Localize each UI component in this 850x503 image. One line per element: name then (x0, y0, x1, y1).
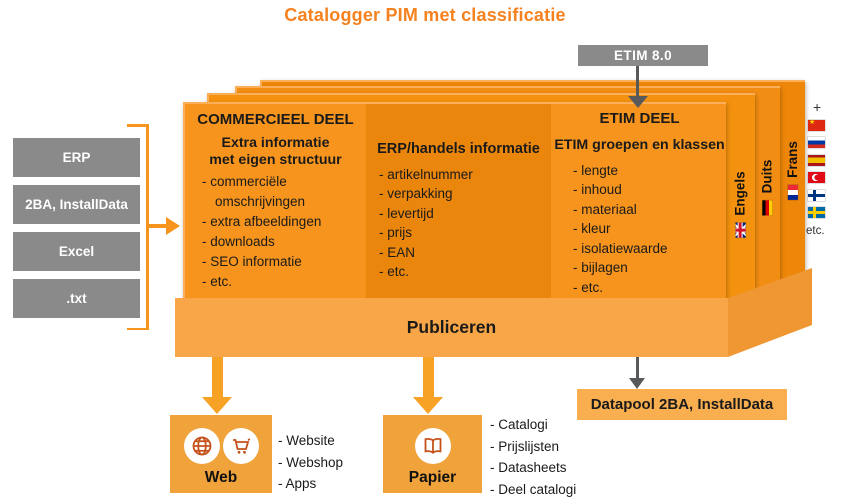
list-item: - inhoud (573, 182, 622, 197)
etim-subheader: ETIM groepen en klassen (554, 137, 725, 153)
china-flag-icon (808, 118, 825, 131)
list-item: - Apps (278, 476, 317, 491)
commercial-subheader: Extra informatie met eigen structuur (209, 135, 342, 168)
list-item: - SEO informatie (202, 254, 302, 269)
list-item: - isolatiewaarde (573, 240, 668, 256)
source-box: 2BA, InstallData (13, 185, 140, 224)
list-item: - etc. (379, 264, 410, 279)
sweden-flag-icon (808, 207, 825, 218)
web-output-box: Web (170, 415, 272, 493)
plus-icon: + (813, 99, 822, 115)
list-item: - extra afbeeldingen (202, 214, 322, 229)
erp-header: ERP/handels informatie (377, 141, 540, 157)
datapool-label: Datapool 2BA, InstallData (590, 396, 774, 413)
publish-bar: Publiceren (175, 298, 728, 357)
bracket-tick-bottom (127, 327, 148, 330)
language-tab-duits: Duits (753, 131, 780, 243)
commercial-list: - commerciële omschrijvingen - extra afbe… (185, 172, 366, 292)
language-tab-frans: Frans (779, 114, 806, 226)
russia-flag-icon (808, 137, 825, 148)
list-item: - Datasheets (490, 460, 567, 475)
publish-bar-label: Publiceren (406, 317, 497, 337)
source-box: .txt (13, 279, 140, 318)
web-label: Web (204, 469, 238, 486)
list-item: - EAN (379, 244, 416, 260)
book-icon (414, 428, 451, 464)
source-box: ERP (13, 138, 140, 177)
uk-flag-icon (735, 222, 746, 238)
language-tab-label: Engels (733, 170, 749, 216)
more-languages-column: + etc. (806, 99, 836, 237)
list-item: - Prijslijsten (490, 438, 560, 454)
datapool-arrow-stem (636, 357, 639, 379)
globe-icon (183, 428, 220, 464)
paper-arrow-stem (423, 357, 434, 398)
input-arrow-stem (148, 224, 168, 228)
etc-label: etc. (806, 224, 825, 237)
language-tab-engels: Engels (727, 148, 754, 260)
datapool-arrow-head-icon (629, 378, 645, 389)
paper-label: Papier (408, 469, 457, 486)
datapool-box: Datapool 2BA, InstallData (577, 389, 787, 420)
list-item: - materiaal (573, 201, 637, 217)
erp-list: - artikelnummer - verpakking - levertijd - … (366, 165, 551, 282)
list-item: - commerciële omschrijvingen (202, 174, 306, 209)
language-tab-label: Duits (759, 159, 774, 193)
france-flag-icon (787, 184, 798, 200)
list-item: - etc. (573, 279, 604, 295)
commercial-header: COMMERCIEEL DEEL (197, 111, 354, 128)
list-item: - Website (278, 433, 335, 448)
etim-header: ETIM DEEL (599, 110, 680, 127)
etim-list: - lengte - inhoud - materiaal - kleur - isol… (551, 161, 728, 298)
language-tab-label: Frans (785, 140, 801, 178)
source-box: Excel (13, 232, 140, 271)
list-item: - levertijd (379, 205, 434, 221)
list-item: - downloads (202, 234, 275, 249)
etim-arrow-stem (636, 66, 639, 97)
etim-arrow-head-icon (628, 96, 648, 108)
list-item: - bijlagen (573, 260, 628, 275)
web-arrow-stem (212, 357, 223, 398)
turkey-flag-icon (808, 172, 825, 183)
erp-column-background (366, 104, 551, 302)
web-arrow-head-icon (202, 397, 232, 414)
etim-section: ETIM DEEL ETIM groepen en klassen - leng… (551, 104, 728, 302)
panel-front: COMMERCIEEL DEEL Extra informatie met ei… (183, 102, 728, 302)
list-item: - Webshop (278, 454, 344, 470)
commercial-section: COMMERCIEEL DEEL Extra informatie met ei… (185, 104, 366, 302)
erp-section: ERP/handels informatie - artikelnummer- … (366, 104, 551, 302)
list-item: - prijs (379, 225, 412, 240)
spain-flag-icon (808, 154, 825, 166)
page-title: Catalogger PIM met classificatie (284, 5, 566, 25)
germany-flag-icon (761, 199, 772, 215)
paper-output-box: Papier (383, 415, 482, 493)
list-item: - Deel catalogi (490, 481, 577, 497)
cart-icon (222, 428, 259, 464)
list-item: - verpakking (379, 186, 453, 201)
list-item: - lengte (573, 162, 619, 178)
list-item: - etc. (202, 274, 233, 289)
list-item: - artikelnummer (379, 166, 473, 182)
paper-arrow-head-icon (413, 397, 443, 414)
etim-version-badge: ETIM 8.0 (578, 45, 708, 66)
finland-flag-icon (808, 189, 825, 201)
bracket-tick-top (127, 124, 148, 127)
list-item: - Catalogi (490, 417, 548, 432)
bracket-vertical (146, 124, 149, 330)
paper-output-list: - Catalogi - Prijslijsten - Datasheets - De… (490, 414, 576, 500)
input-arrow-head-icon (166, 217, 180, 235)
list-item: - kleur (573, 221, 611, 236)
web-output-list: - Website - Webshop - Apps (278, 430, 343, 495)
